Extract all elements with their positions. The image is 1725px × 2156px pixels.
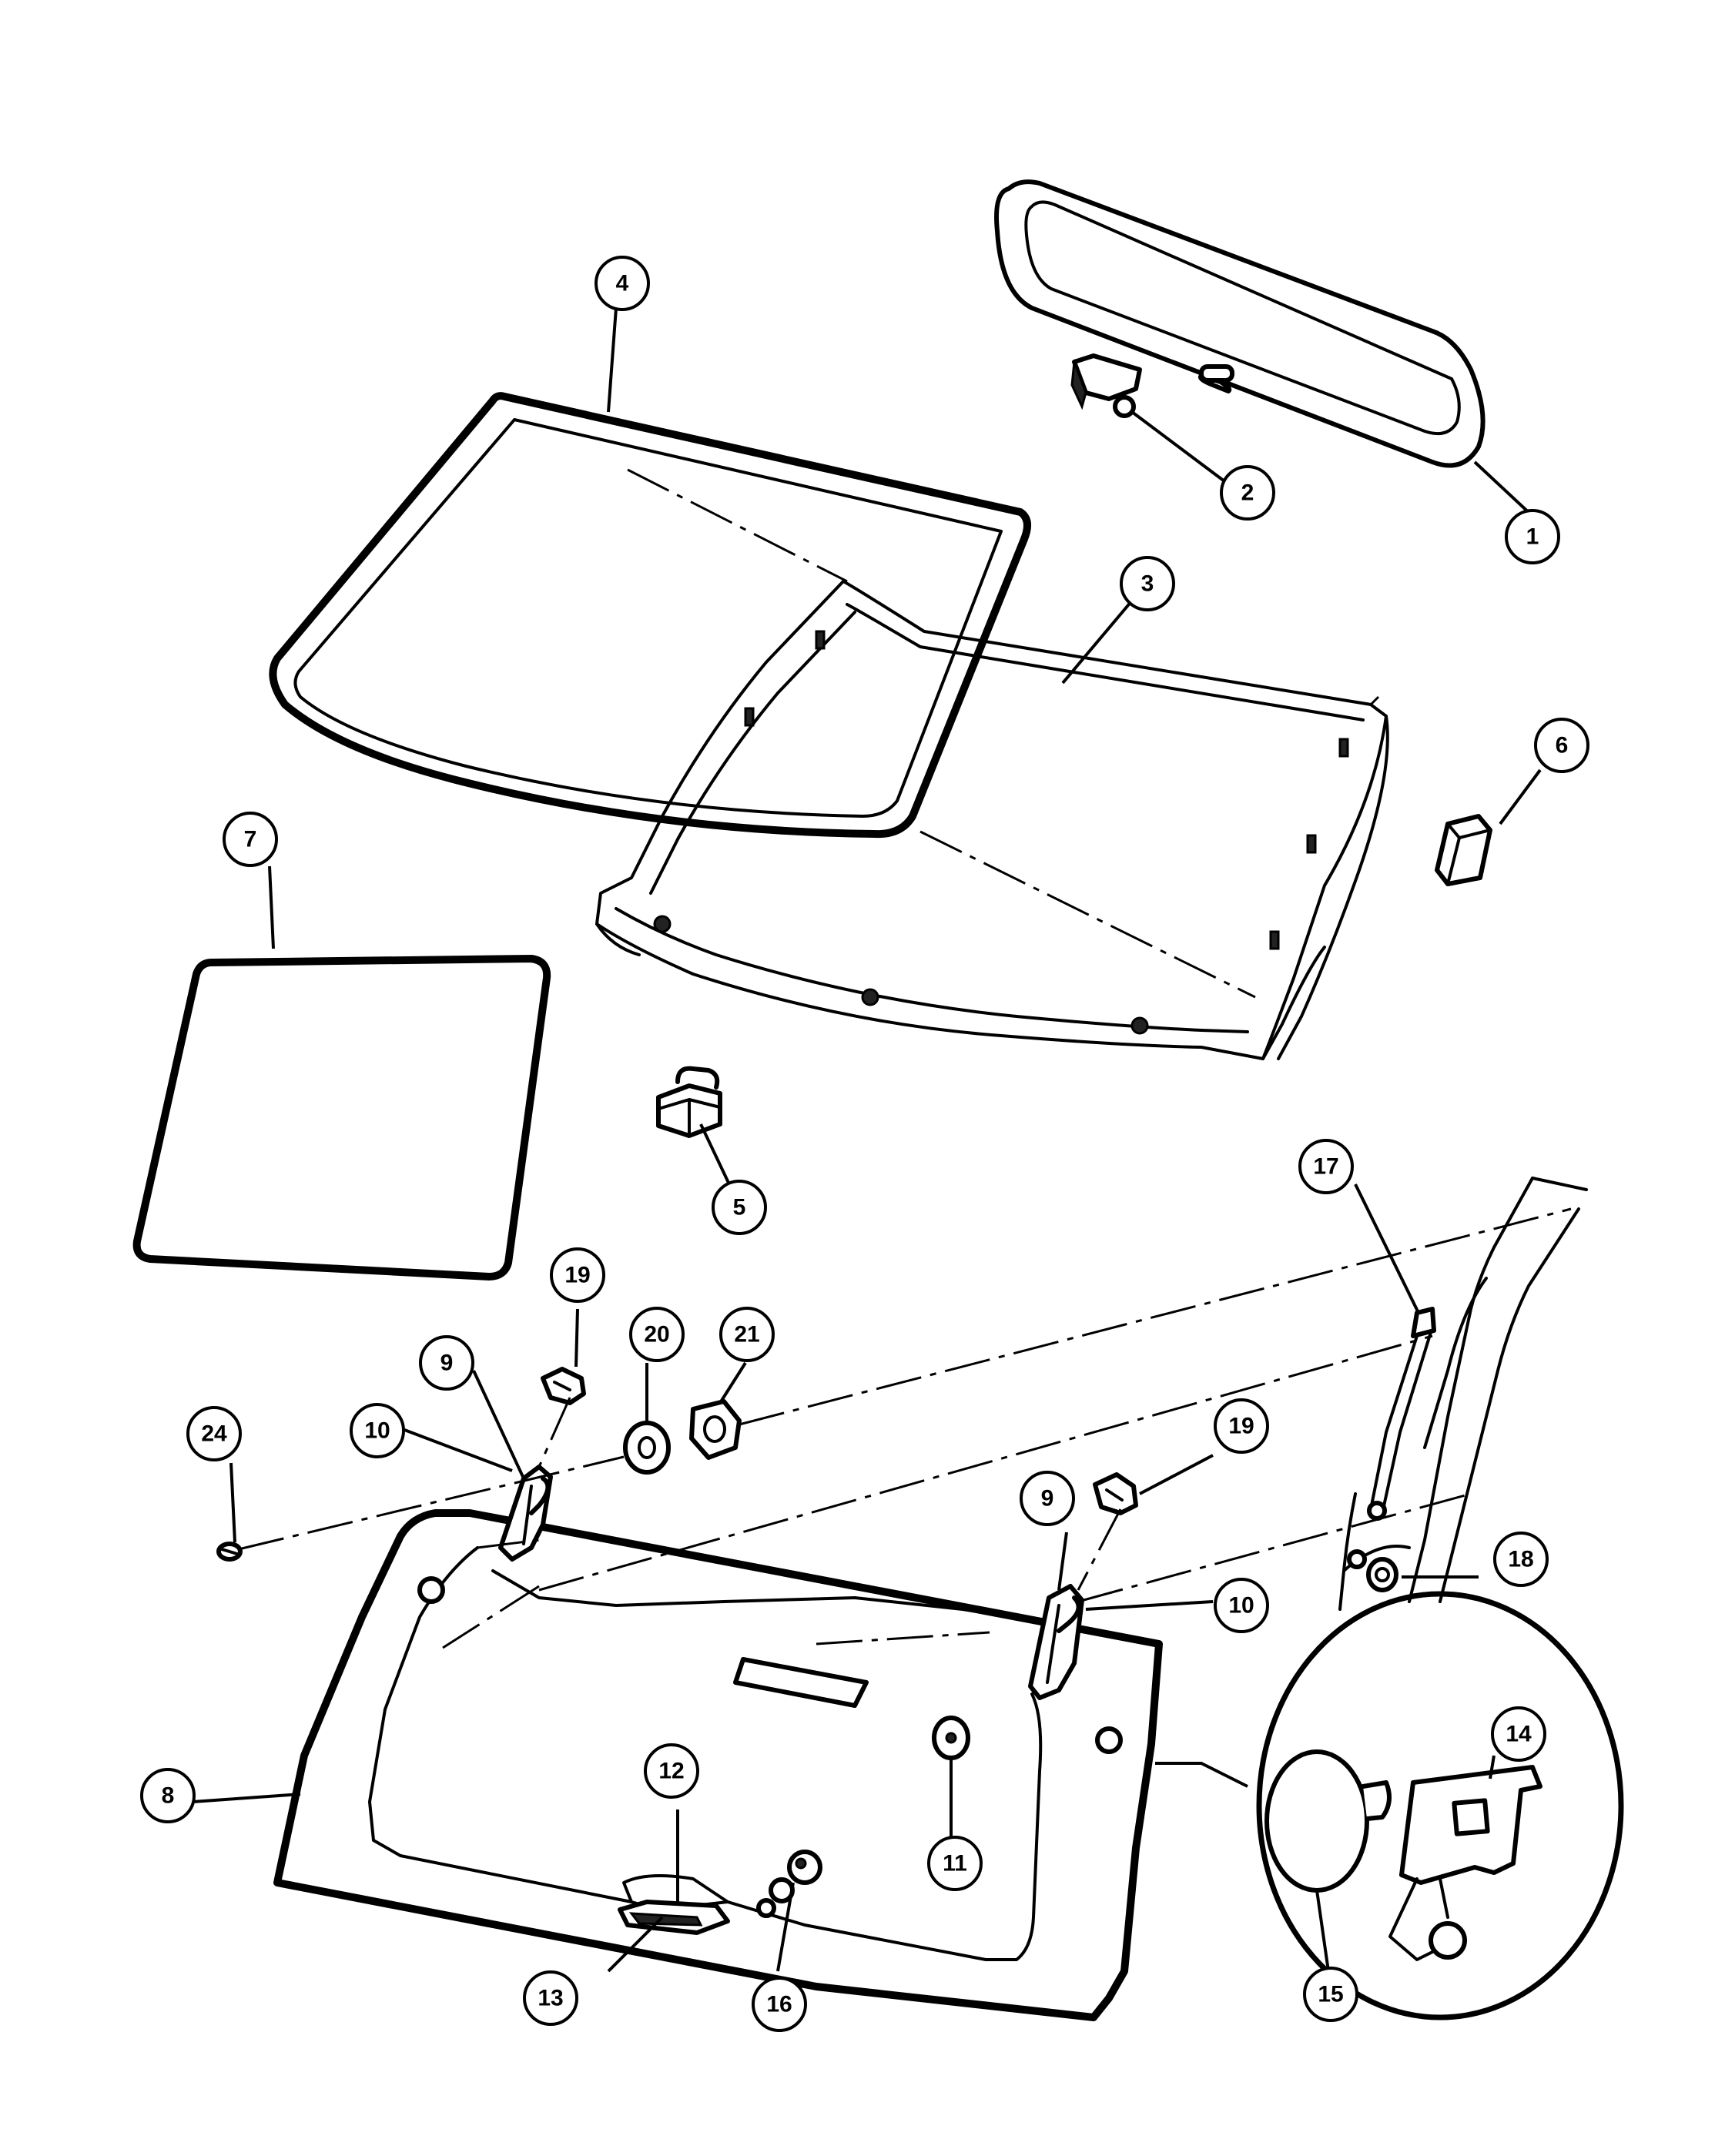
ball-stud	[1347, 1549, 1398, 1592]
callout-18: 18	[1493, 1532, 1549, 1587]
svg-text:2: 2	[1241, 480, 1254, 506]
svg-text:9: 9	[1041, 1486, 1054, 1512]
callout-1: 1	[1505, 509, 1560, 564]
side-window-glass	[132, 955, 551, 1281]
svg-text:21: 21	[734, 1322, 759, 1348]
callout-3: 3	[1120, 556, 1175, 611]
hinge-left	[498, 1465, 553, 1562]
molding-clip	[656, 1066, 722, 1138]
svg-text:14: 14	[1506, 1722, 1532, 1747]
callout-12: 12	[644, 1743, 699, 1799]
svg-text:3: 3	[1141, 571, 1154, 597]
hinge-clip-left	[541, 1367, 586, 1405]
callout-10-right: 10	[1214, 1578, 1269, 1633]
svg-text:4: 4	[616, 271, 629, 296]
callout-9-right: 9	[1020, 1471, 1075, 1526]
hinge-right	[1028, 1584, 1084, 1700]
svg-text:13: 13	[538, 1986, 563, 2011]
svg-text:20: 20	[644, 1322, 669, 1348]
liftgate-support-cylinder	[1367, 1307, 1436, 1521]
liftgate-handle	[618, 1900, 730, 1935]
callout-2: 2	[1220, 465, 1275, 521]
body-pillar	[1338, 1177, 1588, 1611]
windshield-frame	[595, 580, 1389, 1060]
svg-text:16: 16	[766, 1992, 792, 2017]
svg-text:19: 19	[1228, 1414, 1254, 1439]
callout-20: 20	[629, 1307, 685, 1362]
callout-7: 7	[223, 812, 278, 867]
callout-15: 15	[1303, 1967, 1358, 2022]
callout-5: 5	[712, 1180, 767, 1235]
svg-text:24: 24	[201, 1421, 227, 1447]
glass-spacer-block	[1435, 814, 1492, 886]
washer	[623, 1421, 671, 1475]
svg-text:19: 19	[564, 1263, 590, 1288]
callout-10-left: 10	[350, 1403, 405, 1458]
callout-6: 6	[1534, 718, 1589, 773]
hinge-nut	[689, 1399, 742, 1460]
callout-14: 14	[1491, 1706, 1546, 1762]
callout-13: 13	[523, 1970, 578, 2026]
svg-text:18: 18	[1508, 1547, 1533, 1572]
callout-21: 21	[719, 1307, 775, 1362]
callout-19-right: 19	[1214, 1398, 1269, 1454]
callout-4: 4	[595, 256, 650, 311]
detail-view	[1256, 1591, 1624, 2020]
rear-view-mirror	[994, 179, 1486, 468]
callout-19-left: 19	[550, 1247, 605, 1303]
svg-text:6: 6	[1556, 733, 1569, 758]
leader-lines	[192, 307, 1542, 1973]
glass-bumper	[932, 1716, 970, 1760]
liftgate-glass	[273, 1509, 1163, 2021]
svg-text:5: 5	[733, 1195, 746, 1220]
svg-text:8: 8	[162, 1783, 175, 1809]
callout-17: 17	[1298, 1139, 1354, 1194]
windshield-glass	[269, 392, 1031, 839]
svg-text:12: 12	[658, 1759, 684, 1784]
svg-text:10: 10	[364, 1418, 390, 1444]
hinge-clip-right	[1093, 1472, 1138, 1515]
svg-text:7: 7	[244, 827, 257, 852]
svg-text:17: 17	[1313, 1154, 1338, 1180]
callout-9-left: 9	[419, 1335, 474, 1391]
callout-16: 16	[752, 1977, 807, 2032]
screw	[216, 1542, 243, 1562]
svg-text:15: 15	[1318, 1982, 1343, 2007]
callout-24: 24	[186, 1406, 242, 1461]
assembly-lines	[238, 468, 1572, 1649]
callout-11: 11	[927, 1836, 983, 1891]
svg-text:10: 10	[1228, 1593, 1254, 1619]
svg-text:9: 9	[440, 1351, 454, 1376]
svg-text:11: 11	[943, 1851, 967, 1876]
svg-text:1: 1	[1526, 524, 1539, 550]
callout-8: 8	[140, 1768, 196, 1823]
